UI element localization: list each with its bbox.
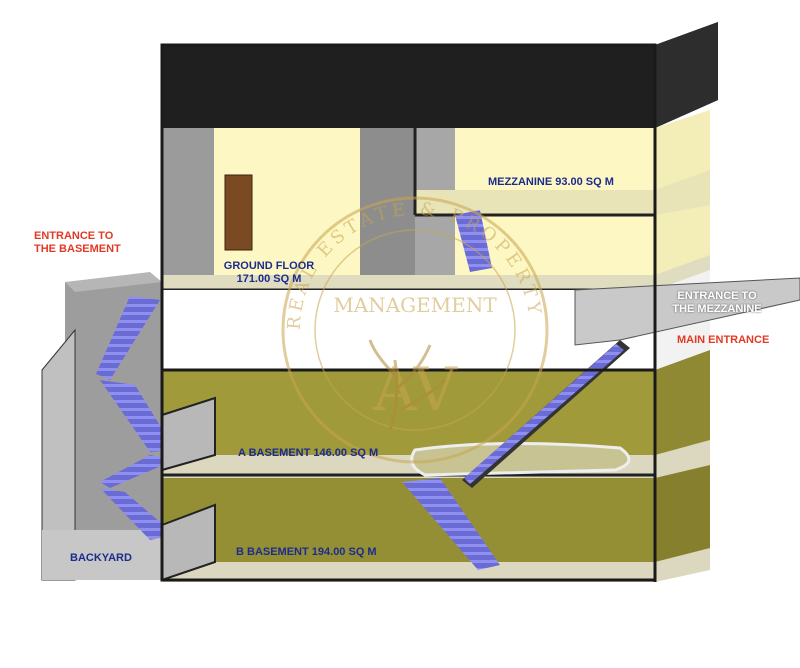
entrance-basement-line2: THE BASEMENT (34, 243, 121, 255)
backyard-label: BACKYARD (70, 552, 132, 564)
main-stair-steps (464, 344, 624, 484)
white-band (162, 290, 655, 370)
entrance-mezzanine-line2: THE MEZZANINE (672, 303, 762, 315)
entrance-mezzanine-line1: ENTRANCE TO (677, 290, 757, 302)
main-entrance-label: MAIN ENTRANCE (677, 334, 770, 346)
entrance-mezzanine-label: ENTRANCE TO THE MEZZANINE (662, 290, 772, 316)
door (224, 174, 253, 251)
left-wall-upper (162, 128, 214, 288)
ground-floor-area: 171.00 SQ M (236, 273, 302, 285)
watermark-ring-outer (281, 196, 549, 464)
backyard-floor (42, 530, 162, 580)
ground-floor-label: GROUND FLOOR 171.00 SQ M (214, 260, 324, 286)
tower-stairs-upper (96, 296, 160, 380)
tower-stairs-lower (100, 455, 175, 488)
a-basement-label: A BASEMENT 146.00 SQ M (238, 447, 379, 459)
b-basement-label: B BASEMENT 194.00 SQ M (236, 546, 377, 558)
ground-floor-slab (162, 255, 710, 298)
watermark-brand: MANAGEMENT (333, 293, 497, 317)
tower-stairs-bottom (100, 488, 175, 540)
ground-floor-name: GROUND FLOOR (223, 260, 315, 272)
b-basement-floor (162, 548, 710, 582)
mezzanine-label: MEZZANINE 93.00 SQ M (488, 176, 614, 188)
watermark-tree-icon (368, 339, 447, 431)
entrance-basement-line1: ENTRANCE TO (34, 230, 114, 242)
entrance-basement-label: ENTRANCE TO THE BASEMENT (34, 230, 121, 256)
roof-slab (162, 22, 718, 128)
mezzanine-slab (415, 170, 710, 215)
b-basement-side (655, 455, 710, 580)
b-basement-stairs (402, 478, 500, 570)
roof-side (655, 22, 718, 128)
tower-stairs-middle (100, 380, 175, 452)
stair-tower-top (65, 272, 162, 292)
watermark-ring-inner (314, 229, 516, 431)
mezzanine-ramp (574, 277, 800, 346)
